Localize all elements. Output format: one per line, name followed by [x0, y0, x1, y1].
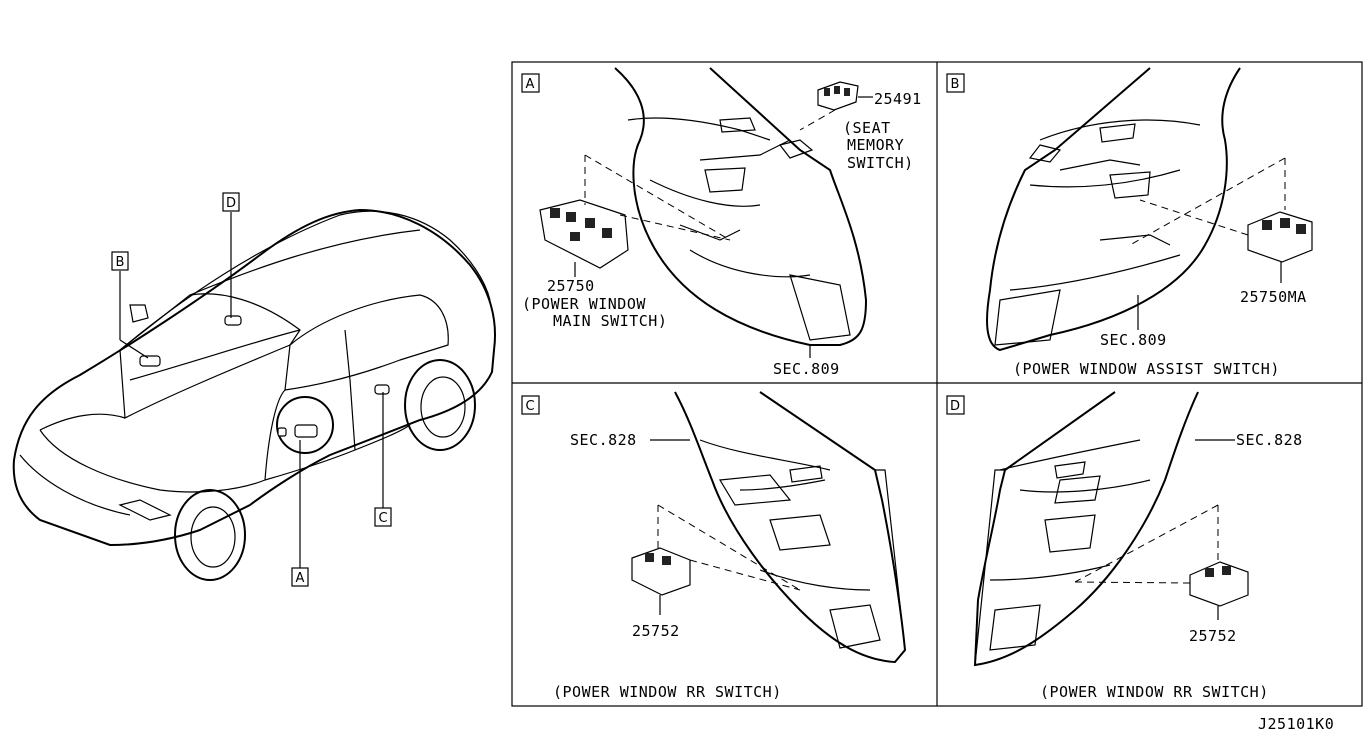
rear-right-door-trim [973, 391, 1199, 667]
svg-text:B: B [116, 255, 125, 270]
callout-A: A [291, 567, 309, 587]
svg-text:MEMORY: MEMORY [847, 136, 904, 154]
panel-B: B 25750MA SEC.809 (POWER WINDOW ASSIST S… [946, 67, 1313, 378]
svg-text:(POWER WINDOW: (POWER WINDOW [522, 295, 646, 313]
svg-text:SEC.809: SEC.809 [1100, 331, 1167, 349]
power-window-rr-switch-right [1189, 561, 1249, 607]
svg-text:A: A [296, 571, 305, 586]
panel-A: A 25491 (SEAT MEMORY SWITCH) [521, 67, 922, 378]
panel-D: D 25752 SEC.828 (POWER WINDOW RR SWITCH) [946, 391, 1303, 701]
vehicle-illustration [12, 208, 496, 581]
callout-C: C [374, 507, 392, 527]
callout-B: B [111, 251, 129, 271]
front-left-door-trim [614, 67, 868, 346]
svg-text:SEC.809: SEC.809 [773, 360, 840, 378]
seat-memory-switch [817, 81, 859, 111]
svg-text:A: A [526, 77, 535, 92]
svg-text:MAIN SWITCH): MAIN SWITCH) [553, 312, 667, 330]
panel-grid [511, 61, 1363, 707]
svg-text:25750: 25750 [547, 277, 595, 295]
svg-text:(POWER WINDOW ASSIST SWITCH): (POWER WINDOW ASSIST SWITCH) [1013, 360, 1280, 378]
svg-text:D: D [226, 196, 236, 211]
svg-text:C: C [525, 399, 534, 414]
svg-text:SEC.828: SEC.828 [570, 431, 637, 449]
power-window-assist-switch [1247, 211, 1313, 263]
svg-text:25752: 25752 [632, 622, 680, 640]
svg-text:C: C [378, 511, 387, 526]
svg-text:B: B [951, 77, 960, 92]
callout-D: D [222, 192, 240, 212]
svg-text:25491: 25491 [874, 90, 922, 108]
vehicle-leaders [119, 212, 384, 568]
power-window-rr-switch-left [631, 547, 691, 596]
rear-left-door-trim [674, 391, 907, 664]
svg-text:25750MA: 25750MA [1240, 288, 1307, 306]
svg-text:SWITCH): SWITCH) [847, 154, 914, 172]
diagram-id: J25101K0 [1258, 715, 1334, 733]
front-right-door-trim [986, 67, 1241, 352]
power-window-main-switch [539, 199, 629, 269]
panel-C: C 25752 SEC.828 (POWER WINDOW RR SWITCH) [521, 391, 907, 701]
svg-text:SEC.828: SEC.828 [1236, 431, 1303, 449]
svg-text:(POWER WINDOW RR SWITCH): (POWER WINDOW RR SWITCH) [1040, 683, 1269, 701]
svg-text:D: D [950, 399, 960, 414]
svg-text:(SEAT: (SEAT [843, 119, 891, 137]
svg-text:(POWER WINDOW RR SWITCH): (POWER WINDOW RR SWITCH) [553, 683, 782, 701]
svg-text:25752: 25752 [1189, 627, 1237, 645]
